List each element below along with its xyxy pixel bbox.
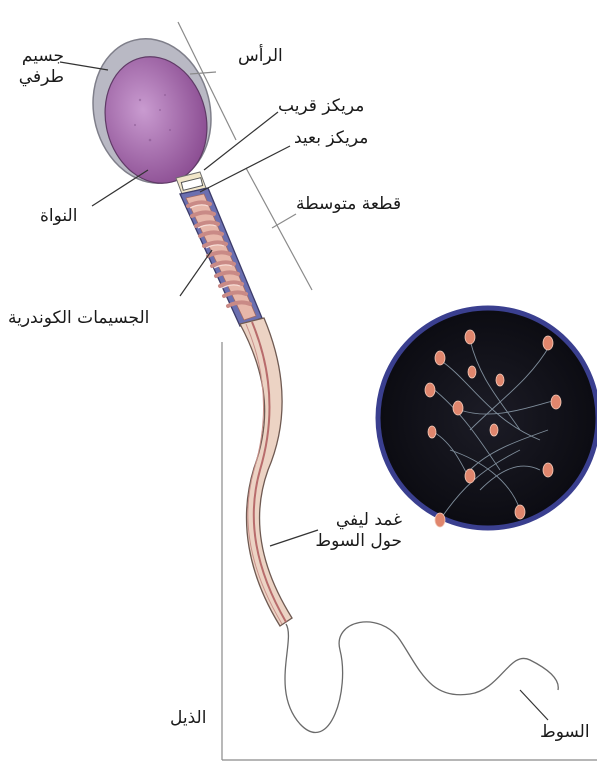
label-tail: الذيل	[170, 708, 206, 729]
label-midpiece: قطعة متوسطة	[296, 194, 401, 215]
sperm-head	[78, 26, 226, 196]
microscope-inset	[378, 308, 597, 528]
label-mitochondria: الجسيمات الكوندرية	[8, 308, 149, 329]
tail-shape	[240, 318, 292, 626]
label-nucleus: النواة	[40, 206, 77, 227]
label-acrosome: جسيم طرفي	[8, 46, 64, 89]
label-acrosome-line2: طرفي	[8, 67, 64, 88]
flagellum-line	[285, 622, 558, 733]
label-sheath: غمد ليفي حول السوط	[318, 510, 402, 553]
label-acrosome-line1: جسيم	[8, 46, 64, 67]
label-flagellum: السوط	[540, 722, 590, 743]
midpiece-shape	[180, 188, 262, 326]
label-sheath-line2: حول السوط	[318, 531, 402, 552]
label-head: الرأس	[238, 46, 283, 67]
label-sheath-line1: غمد ليفي	[318, 510, 402, 531]
label-proximal-centriole: مريكز قريب	[278, 96, 364, 117]
label-distal-centriole: مريكز بعيد	[294, 128, 368, 149]
